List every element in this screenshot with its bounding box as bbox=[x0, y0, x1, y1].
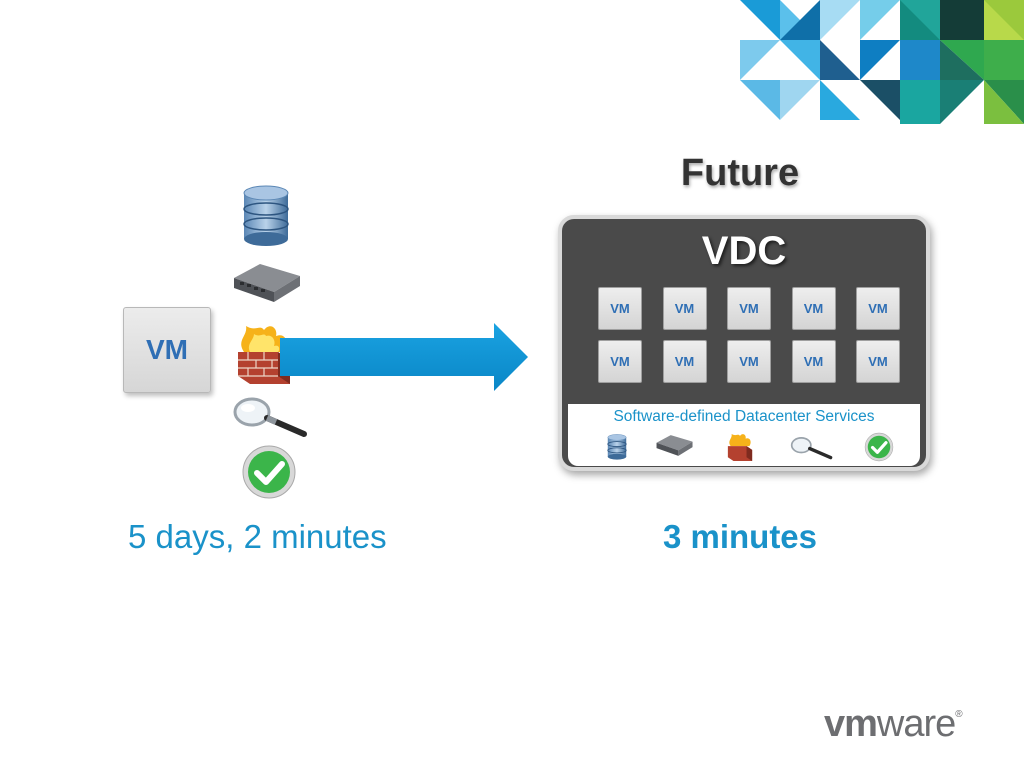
switch-icon bbox=[234, 264, 300, 302]
vm-tile: VM bbox=[856, 287, 900, 330]
database-icon bbox=[243, 185, 289, 246]
firewall-icon bbox=[727, 433, 753, 462]
future-heading: Future bbox=[680, 152, 800, 194]
services-label: Software-defined Datacenter Services bbox=[613, 408, 875, 425]
vm-tile: VM bbox=[856, 340, 900, 383]
switch-icon bbox=[656, 435, 693, 456]
vm-tile: VM bbox=[791, 340, 836, 383]
before-time-label: 5 days, 2 minutes bbox=[128, 518, 387, 555]
vm-tile: VM bbox=[598, 287, 642, 330]
logo-registered-mark: ® bbox=[955, 709, 962, 720]
vmware-logo: vmware® bbox=[824, 703, 963, 746]
vm-tile: VM bbox=[598, 340, 642, 383]
logo-vm: vm bbox=[824, 703, 878, 745]
magnifier-icon bbox=[790, 437, 833, 460]
brand-mosaic-graphic bbox=[740, 0, 1024, 124]
vm-box: VM bbox=[123, 307, 211, 393]
vm-tile: VM bbox=[662, 287, 707, 330]
vm-tile: VM bbox=[727, 287, 771, 330]
check-icon bbox=[864, 432, 894, 462]
database-icon bbox=[607, 434, 627, 460]
vm-grid: VM VM VM VM VM VM VM VM VM VM bbox=[598, 287, 908, 383]
magnifier-icon bbox=[233, 397, 307, 437]
vdc-title: VDC bbox=[701, 229, 787, 273]
services-strip: Software-defined Datacenter Services bbox=[568, 404, 920, 466]
check-icon bbox=[242, 445, 296, 499]
transition-arrow bbox=[280, 323, 528, 391]
logo-ware: ware bbox=[876, 703, 956, 745]
after-time-label: 3 minutes bbox=[662, 518, 818, 555]
vdc-panel: VDC VM VM VM VM VM VM VM VM VM VM Softwa… bbox=[558, 215, 930, 471]
vm-tile: VM bbox=[727, 340, 771, 383]
vm-tile: VM bbox=[662, 340, 707, 383]
vm-tile: VM bbox=[791, 287, 836, 330]
